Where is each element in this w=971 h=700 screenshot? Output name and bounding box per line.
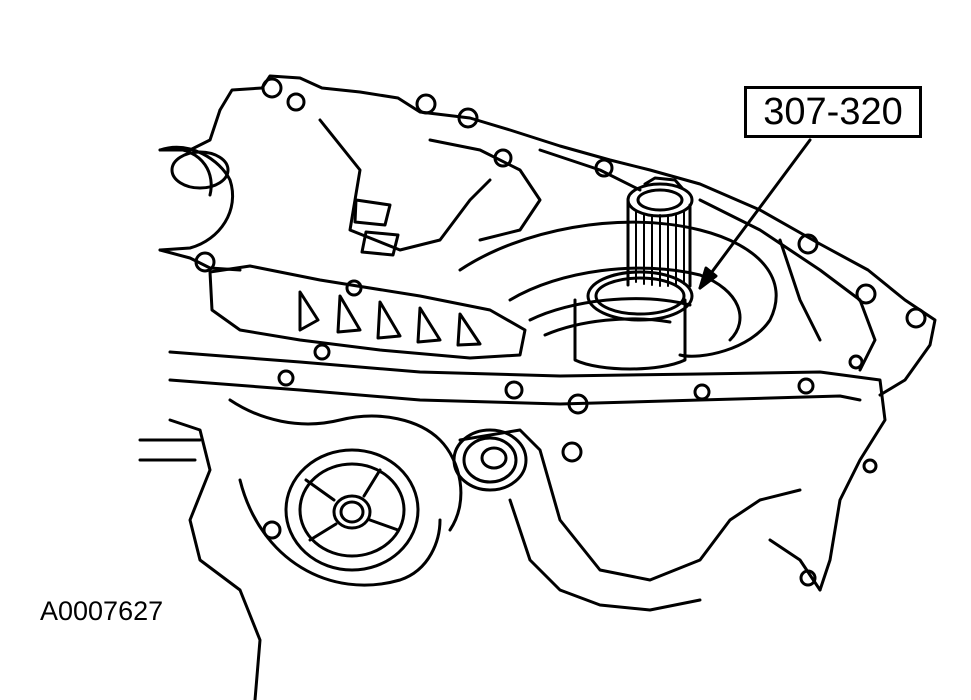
port-boss [454, 430, 526, 490]
lower-case [140, 400, 820, 700]
tool-number-label: 307-320 [763, 90, 903, 133]
pan-rail-flange [170, 352, 885, 590]
leader-arrow [700, 140, 810, 288]
left-cover [160, 147, 233, 250]
pump-boss [286, 450, 418, 570]
tool-number-callout: 307-320 [744, 86, 922, 138]
bore-rings [460, 222, 776, 356]
upper-housing [160, 76, 935, 395]
figure-id-label: A0007627 [40, 596, 164, 626]
ribbed-bracket [210, 266, 525, 359]
seal-installer-tool [575, 178, 692, 369]
